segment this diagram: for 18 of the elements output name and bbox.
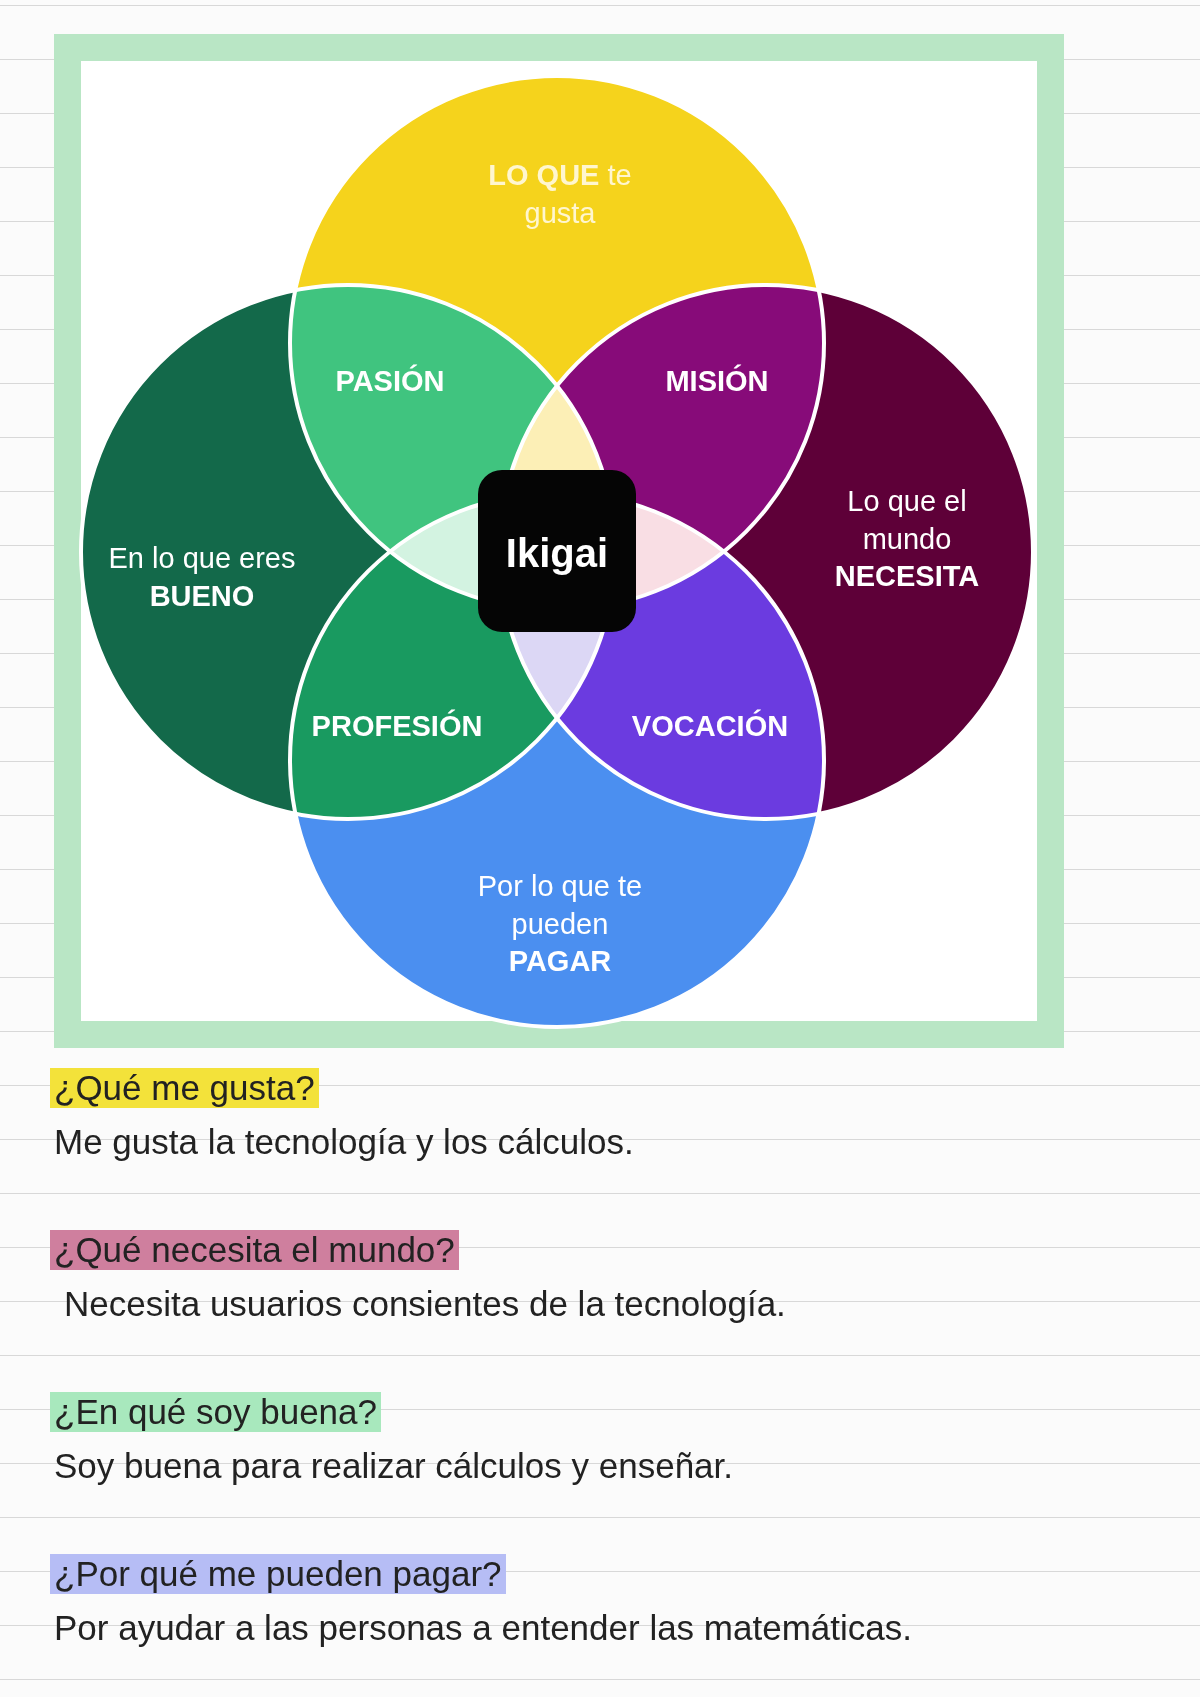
answer-text: Me gusta la tecnología y los cálculos. (54, 1122, 634, 1162)
region-label: En lo que eres BUENO (107, 541, 297, 614)
center-box (478, 470, 636, 632)
region-label: LO QUE te gusta (487, 158, 633, 231)
answer-text: Necesita usuarios consientes de la tecnología. (64, 1284, 786, 1324)
region-label: PROFESIÓN (310, 708, 484, 745)
answer-text: Por ayudar a las personas a entender las matemáticas. (54, 1608, 912, 1648)
region-label: PASIÓN (334, 363, 446, 400)
question-text: ¿En qué soy buena? (50, 1392, 381, 1432)
region-label: Lo que el mundo NECESITA (833, 484, 981, 595)
region-label: Ikigai (504, 530, 610, 577)
question-text: ¿Qué necesita el mundo? (50, 1230, 459, 1270)
answer-text: Soy buena para realizar cálculos y enseñar. (54, 1446, 733, 1486)
region-label: MISIÓN (664, 363, 770, 400)
region-label: VOCACIÓN (630, 708, 790, 745)
question-text: ¿Por qué me pueden pagar? (50, 1554, 506, 1594)
region-label: Por lo que te pueden PAGAR (477, 869, 643, 980)
question-text: ¿Qué me gusta? (50, 1068, 319, 1108)
